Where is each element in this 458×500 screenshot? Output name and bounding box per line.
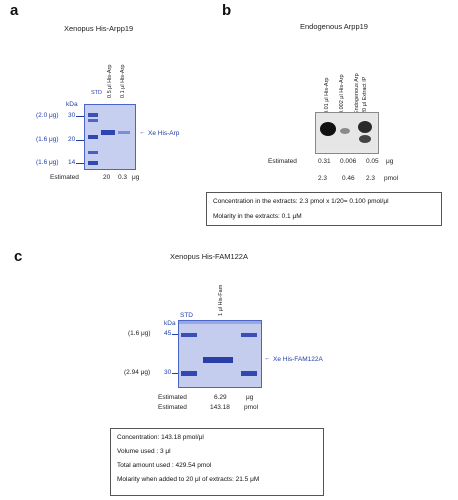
panel-c-concentration-text: Concentration: 143.18 pmol/μl — [117, 434, 204, 441]
panel-a-kda-label: kDa — [66, 101, 78, 108]
panel-b-letter: b — [222, 2, 232, 19]
panel-c-fam-band — [203, 357, 233, 363]
panel-a-band-arrow-icon: ← — [139, 129, 146, 136]
panel-c-lane-2: 1 μl His-Fam — [218, 284, 224, 316]
panel-c-info-box: Concentration: 143.18 pmol/μl Volume use… — [110, 428, 324, 496]
panel-a-std-band-1 — [88, 113, 98, 117]
panel-b-band-1 — [320, 122, 336, 136]
panel-c-molarity-text: Molarity when added to 20 μl of extracts… — [117, 476, 260, 483]
panel-a-marker-amount-2: (1.6 μg) — [36, 136, 59, 143]
panel-b-lane-1: 0.01 μl His-Arp — [324, 77, 330, 115]
panel-b-row2-value-3: 2.3 — [366, 175, 376, 182]
panel-c-marker-arrow-2 — [172, 373, 178, 374]
panel-a-lane-std: STD — [91, 90, 102, 96]
panel-c-marker-kda-1: 45 — [164, 330, 172, 337]
panel-a-letter: a — [10, 2, 19, 19]
panel-a-marker-amount-1: (2.0 μg) — [36, 112, 59, 119]
panel-c-estimated-label-1: Estimated — [158, 394, 187, 401]
panel-c-std-band-3 — [241, 333, 257, 337]
panel-a-marker-arrow-2 — [76, 140, 84, 141]
panel-b-band-3 — [358, 121, 372, 133]
panel-a-hisarp-band-2 — [118, 131, 130, 134]
panel-a-lane-3: 0.1 μl His-Arp — [120, 64, 126, 98]
panel-c-marker-kda-2: 30 — [164, 369, 172, 376]
panel-b-band-4 — [359, 135, 371, 143]
panel-c-estimated-value-2: 143.18 — [210, 404, 230, 411]
panel-a-std-band-2 — [88, 119, 98, 122]
panel-a-marker-kda-2: 20 — [68, 136, 76, 143]
panel-c-volume-text: Volume used : 3 μl — [117, 448, 171, 455]
panel-c-marker-amount-2: (2.94 μg) — [124, 369, 151, 376]
panel-b-estimated-label: Estimated — [268, 158, 297, 165]
panel-b-lane-3: Endogenous Arp — [354, 73, 360, 114]
panel-c-estimated-unit-2: pmol — [244, 404, 259, 411]
panel-a-marker-kda-3: 14 — [68, 159, 76, 166]
panel-c-marker-arrow-1 — [172, 334, 178, 335]
panel-c-kda-label: kDa — [164, 320, 176, 327]
panel-b-estimated-value-1: 0.31 — [318, 158, 331, 165]
panel-c-band-arrow-icon: ← — [264, 355, 271, 362]
panel-b-info-box: Concentration in the extracts: 2.3 pmol … — [206, 192, 442, 226]
panel-b-concentration-text: Concentration in the extracts: 2.3 pmol … — [213, 198, 389, 205]
panel-c-lane-std: STD — [180, 312, 193, 319]
panel-b-row2-value-1: 2.3 — [318, 175, 328, 182]
panel-c-gel — [178, 320, 262, 388]
panel-a-band-label: Xe His-Arp — [148, 130, 180, 137]
panel-b-molarity-text: Molarity in the extracts: 0.1 μM — [213, 213, 302, 220]
panel-a-marker-arrow-3 — [76, 163, 84, 164]
panel-c-std-band-2 — [181, 371, 197, 376]
panel-a-title: Xenopus His-Arpp19 — [64, 24, 134, 33]
panel-c-total-amount-text: Total amount used : 429.54 pmol — [117, 462, 212, 469]
panel-c-marker-amount-1: (1.6 μg) — [128, 330, 151, 337]
panel-a-estimated-value-2: 0.3 — [118, 174, 128, 181]
panel-b-blot-image — [316, 113, 376, 151]
panel-c-estimated-label-2: Estimated — [158, 404, 187, 411]
panel-c-std-band-1 — [181, 333, 197, 337]
panel-a-lane-2: 0.5 μl His-Arp — [107, 64, 113, 98]
panel-b-estimated-value-3: 0.05 — [366, 158, 379, 165]
panel-b-row2-value-2: 0.46 — [342, 175, 355, 182]
panel-a-gel — [84, 104, 136, 170]
panel-a-estimated-label: Estimated — [50, 174, 79, 181]
panel-c-band-label: Xe His-FAM122A — [273, 356, 323, 363]
panel-a-estimated-unit: μg — [132, 174, 140, 181]
panel-c-letter: c — [14, 248, 23, 265]
panel-b-lane-2: 0.002 μl His-Arp — [339, 74, 345, 114]
panel-a-std-band-5 — [88, 161, 98, 165]
panel-b-title: Endogenous Arpp19 — [300, 22, 368, 31]
panel-c-estimated-value-1: 6.29 — [214, 394, 227, 401]
panel-a-marker-arrow-1 — [76, 116, 84, 117]
panel-c-title: Xenopus His-FAM122A — [170, 252, 248, 261]
panel-b-row2-unit: pmol — [384, 175, 399, 182]
panel-a-gel-image — [85, 105, 135, 169]
panel-b-estimated-value-2: 0.006 — [340, 158, 357, 165]
panel-a-std-band-4 — [88, 151, 98, 154]
panel-b-estimated-unit: μg — [386, 158, 394, 165]
panel-a-marker-amount-3: (1.6 μg) — [36, 159, 59, 166]
panel-c-estimated-unit-1: μg — [246, 394, 254, 401]
panel-a-marker-kda-1: 30 — [68, 112, 76, 119]
panel-a-estimated-value-1: 20 — [103, 174, 111, 181]
panel-c-gel-image — [179, 321, 261, 387]
panel-a-std-band-3 — [88, 135, 98, 139]
panel-c-std-band-4 — [241, 371, 257, 376]
panel-b-lane-4: 20 μl Extract IP — [362, 76, 368, 114]
panel-a-hisarp-band-1 — [101, 130, 115, 135]
panel-b-band-2 — [340, 128, 350, 134]
panel-b-blot — [315, 112, 379, 154]
